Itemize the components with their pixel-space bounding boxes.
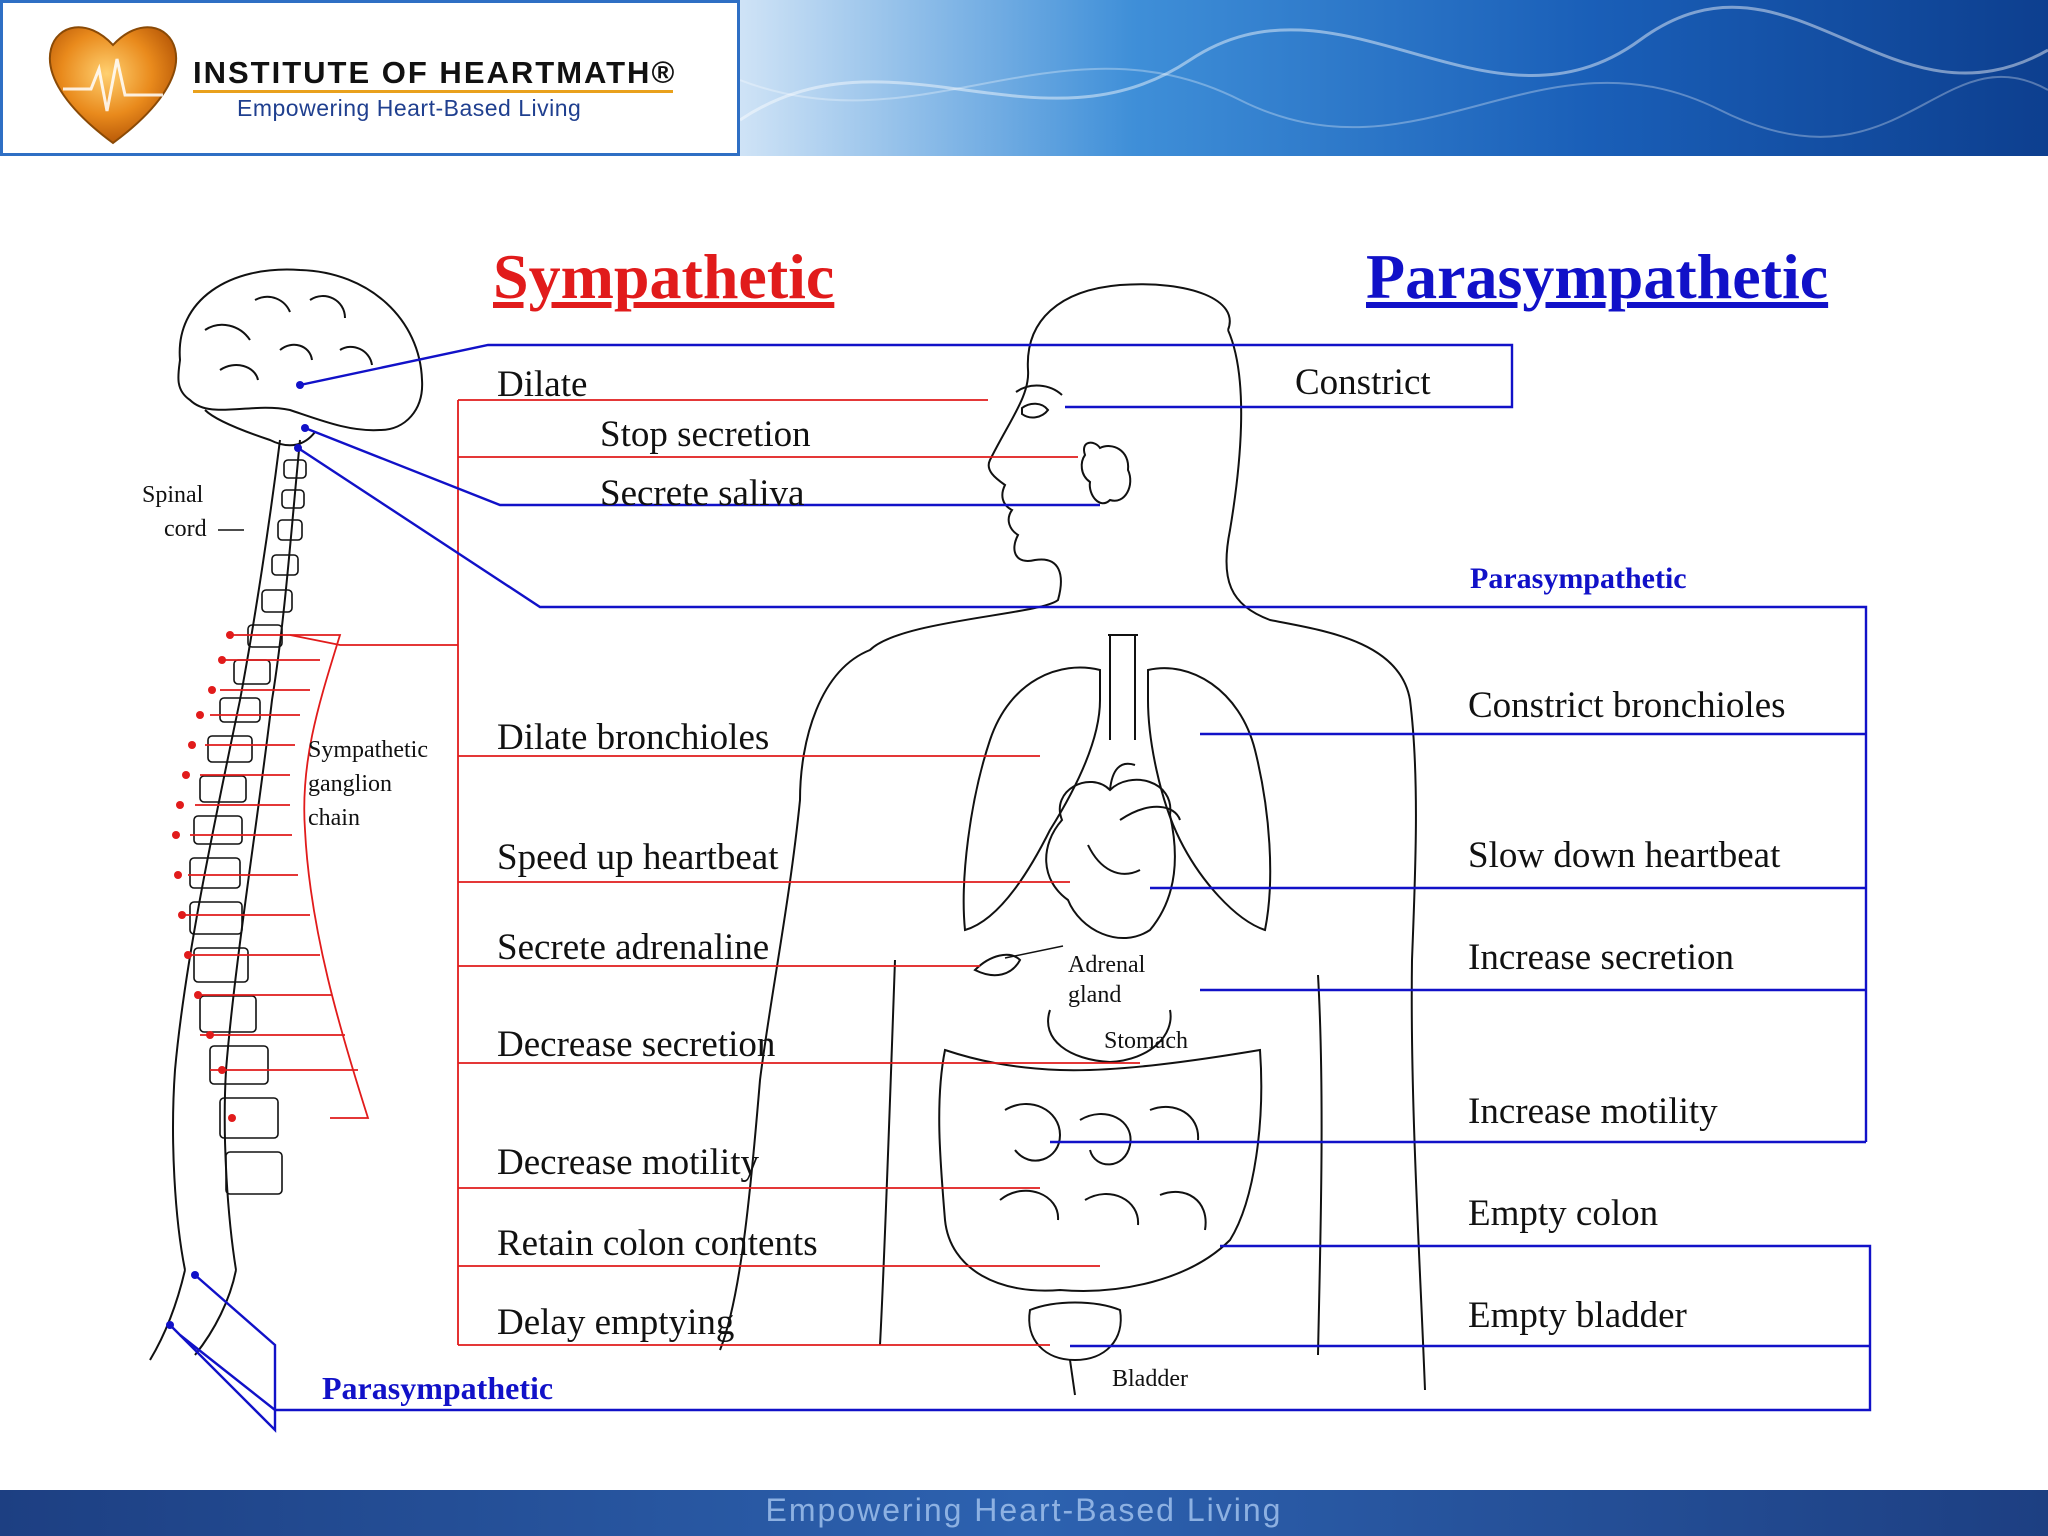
parasympathetic-heading: Parasympathetic — [1366, 241, 1829, 312]
spinal-label: Spinal — [142, 482, 204, 508]
symp-heart-text: Speed up heartbeat — [497, 837, 779, 878]
symp-eye-text: Dilate — [497, 364, 588, 405]
para-bladder-text: Empty bladder — [1468, 1295, 1687, 1336]
chain-label-3: chain — [308, 805, 360, 831]
sympathetic-connectors — [185, 399, 1140, 1346]
brain-spine-drawing — [149, 268, 424, 1361]
chain-label-1: Sympathetic — [308, 737, 428, 763]
parasympathetic-connectors — [169, 343, 1872, 1433]
logo-tagline: Empowering Heart-Based Living — [237, 95, 582, 121]
symp-stomach-text: Decrease secretion — [497, 1024, 776, 1065]
stomach-label: Stomach — [1104, 1028, 1188, 1054]
logo-title: INSTITUTE OF HEARTMATH® — [193, 55, 677, 90]
footer-tagline: Empowering Heart-Based Living — [765, 1492, 1283, 1528]
ganglion-dots — [172, 631, 236, 1122]
para-eye-text: Constrict — [1295, 362, 1431, 403]
symp-adrenal-text: Secrete adrenaline — [497, 927, 770, 968]
adrenal-label-2: gland — [1068, 982, 1122, 1008]
body-outline — [719, 283, 1426, 1396]
vertebrae — [189, 459, 307, 1195]
heart-logo-icon — [49, 26, 177, 145]
para-salivary-text: Secrete saliva — [600, 473, 805, 514]
logo-underline — [193, 90, 673, 93]
symp-intestine-text: Decrease motility — [497, 1142, 759, 1183]
bladder-label: Bladder — [1112, 1366, 1188, 1392]
symp-bladder-text: Delay emptying — [497, 1302, 735, 1343]
sacral-parasympathetic-label: Parasympathetic — [322, 1370, 554, 1406]
symp-colon-text: Retain colon contents — [497, 1223, 818, 1264]
header-wave-band — [740, 0, 2048, 156]
sympathetic-heading: Sympathetic — [493, 241, 835, 312]
symp-lungs-text: Dilate bronchioles — [497, 717, 770, 758]
para-intestine-text: Increase motility — [1468, 1091, 1718, 1132]
adrenal-label-1: Adrenal — [1068, 952, 1146, 978]
symp-salivary-text: Stop secretion — [600, 414, 811, 455]
header-logo-panel: INSTITUTE OF HEARTMATH® Empowering Heart… — [0, 0, 740, 156]
chain-label-2: ganglion — [308, 771, 392, 797]
adrenal-pointer — [1004, 945, 1064, 959]
wave-decoration — [740, 5, 2048, 138]
vagus-parasympathetic-label: Parasympathetic — [1470, 562, 1687, 595]
footer-band — [0, 1490, 2048, 1536]
para-stomach-text: Increase secretion — [1468, 937, 1735, 978]
para-lungs-text: Constrict bronchioles — [1468, 685, 1786, 726]
para-heart-text: Slow down heartbeat — [1468, 835, 1781, 876]
cord-label: cord — [164, 516, 207, 542]
nerve-origin-dots — [166, 381, 309, 1329]
para-colon-text: Empty colon — [1468, 1193, 1659, 1234]
